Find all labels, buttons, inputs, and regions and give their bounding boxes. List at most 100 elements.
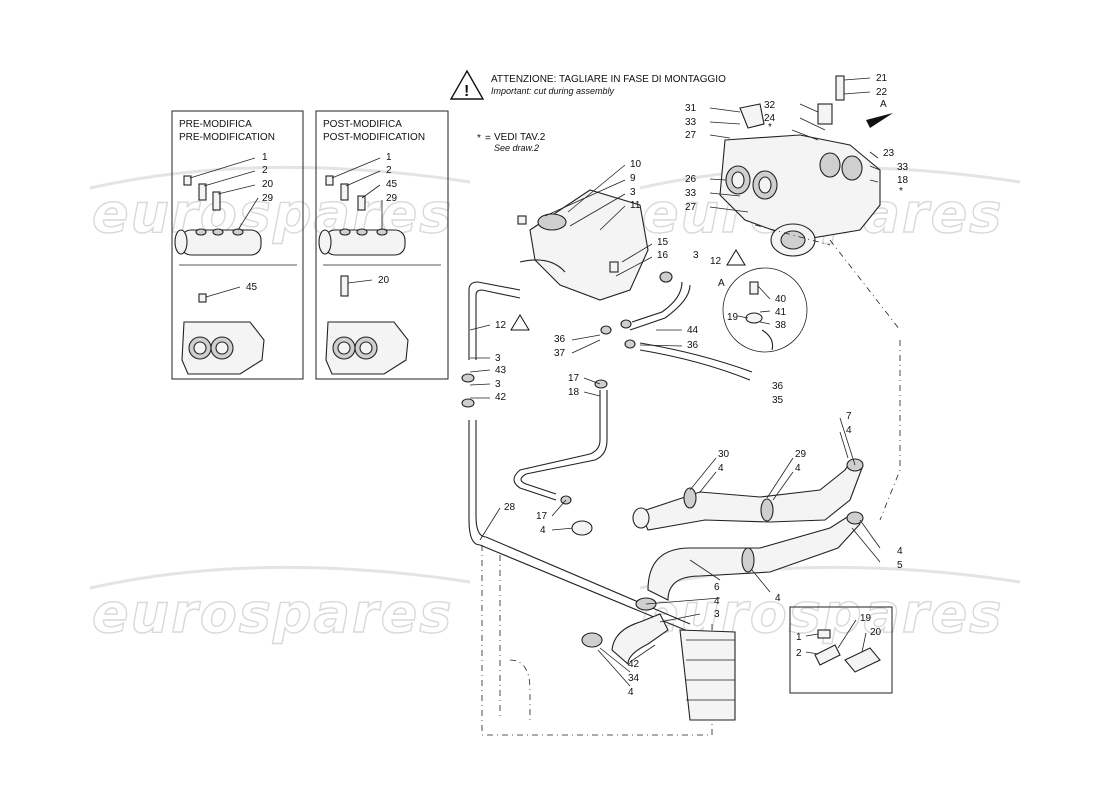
callout-label: 3 — [630, 187, 636, 198]
callout-label: 9 — [630, 173, 636, 184]
hose-part — [513, 390, 601, 501]
callout-label: 29 — [262, 193, 274, 204]
warning-note: ! ATTENZIONE: TAGLIARE IN FASE DI MONTAG… — [449, 69, 726, 100]
callout-label: 33 — [685, 188, 697, 199]
callout-label: 20 — [378, 275, 390, 286]
callout-label: 22 — [876, 87, 888, 98]
callout-label: 31 — [685, 103, 697, 114]
warning-icon — [449, 69, 485, 100]
callout-label: 16 — [657, 250, 669, 261]
radiator-hoses-group: 7 4 30 4 29 4 6 4 5 4 4 3 42 34 4 — [571, 411, 903, 698]
upper-radiator-hose — [639, 459, 863, 531]
small-hoses-group: 12 36 37 44 36 3 43 3 42 17 18 17 4 28 — [461, 271, 753, 633]
callout-label: 3 — [714, 609, 720, 620]
warning-title: ATTENZIONE: TAGLIARE IN FASE DI MONTAGGI… — [491, 74, 726, 85]
callout-label: 18 — [897, 175, 909, 186]
callout-label: 4 — [795, 463, 801, 474]
callout-label: 4 — [628, 687, 634, 698]
callout-label: 19 — [727, 312, 739, 323]
svg-text:!: ! — [464, 83, 469, 100]
callout-label: 1 — [386, 152, 392, 163]
watermark-text: eurospares — [92, 582, 453, 645]
callout-label: 24 — [764, 113, 776, 124]
callout-label: 4 — [714, 596, 720, 607]
callout-label: 2 — [386, 165, 392, 176]
callout-label: 36 — [772, 381, 784, 392]
callout-label: 26 — [685, 174, 697, 185]
view-marker-label: A — [880, 99, 887, 110]
post-box-subtitle: POST-MODIFICATION — [323, 132, 425, 143]
detail-a-circle: A 40 41 19 38 36 35 — [718, 267, 808, 406]
warning-icon — [726, 249, 746, 266]
callout-label: 20 — [870, 627, 882, 638]
callout-label: 37 — [554, 348, 566, 359]
star-symbol: * — [768, 122, 772, 133]
callout-label: 33 — [685, 117, 697, 128]
callout-label: 17 — [536, 511, 548, 522]
callout-label: 15 — [657, 237, 669, 248]
callout-label: 20 — [262, 179, 274, 190]
callout-label: 44 — [687, 325, 699, 336]
callout-label: 3 — [693, 250, 699, 261]
callout-label: 4 — [775, 593, 781, 604]
see-note-subtitle: See draw.2 — [494, 143, 539, 153]
callout-label: 3 — [495, 353, 501, 364]
callout-label: 3 — [495, 379, 501, 390]
sensor-detail-box: 1 2 19 20 — [789, 606, 893, 694]
callout-label: 18 — [568, 387, 580, 398]
callout-label: 42 — [495, 392, 507, 403]
callout-label: 33 — [897, 162, 909, 173]
callout-label: 12 — [710, 256, 722, 267]
hose-part — [468, 281, 521, 360]
callout-label: 23 — [883, 148, 895, 159]
callout-label: 45 — [386, 179, 398, 190]
callout-label: 19 — [860, 613, 872, 624]
callout-label: 4 — [846, 425, 852, 436]
post-box-title: POST-MODIFICA — [323, 119, 402, 130]
callout-label: 11 — [630, 200, 641, 211]
callout-label: 1 — [262, 152, 268, 163]
star-symbol: * — [477, 133, 481, 144]
callout-label: 30 — [718, 449, 730, 460]
callout-label: 35 — [772, 395, 784, 406]
callout-label: 34 — [628, 673, 640, 684]
sensor-part — [817, 103, 833, 125]
callout-label: 5 — [897, 560, 903, 571]
pre-box-title: PRE-MODIFICA — [179, 119, 252, 130]
callout-label: 2 — [796, 648, 802, 659]
star-symbol: * — [899, 186, 903, 197]
sensor-part — [340, 275, 349, 297]
callout-label: 2 — [262, 165, 268, 176]
hose-part — [468, 420, 691, 633]
thermostat-housing-assembly: 21 22 32 24 23 33 18 31 33 27 26 33 27 *… — [685, 73, 909, 257]
radiator-outline — [481, 224, 901, 736]
callout-label: 28 — [504, 502, 516, 513]
callout-label: 42 — [628, 659, 640, 670]
callout-label: 29 — [795, 449, 807, 460]
equals-symbol: = — [485, 133, 491, 144]
sensor-part — [198, 183, 207, 201]
callout-label: 6 — [714, 582, 720, 593]
callout-label: 41 — [775, 307, 787, 318]
callout-label: 29 — [386, 193, 398, 204]
callout-label: 4 — [897, 546, 903, 557]
callout-label: 17 — [568, 373, 580, 384]
callout-label: 4 — [540, 525, 546, 536]
plug-part — [183, 175, 192, 186]
sensor-part — [212, 191, 221, 211]
callout-label: 12 — [495, 320, 507, 331]
warning-subtitle: Important: cut during assembly — [491, 86, 615, 96]
see-note-title: VEDI TAV.2 — [494, 132, 546, 143]
bolt-part — [835, 75, 845, 101]
view-arrow-icon — [866, 113, 893, 128]
callout-label: 27 — [685, 202, 697, 213]
callout-label: 40 — [775, 294, 787, 305]
callout-label: 10 — [630, 159, 642, 170]
callout-label: 45 — [246, 282, 258, 293]
callout-label: 36 — [687, 340, 699, 351]
callout-label: 1 — [796, 632, 802, 643]
post-modification-box: POST-MODIFICA POST-MODIFICATION 1 2 45 2… — [315, 110, 449, 380]
inlet-hose — [611, 613, 669, 666]
detail-marker-label: A — [718, 278, 725, 289]
